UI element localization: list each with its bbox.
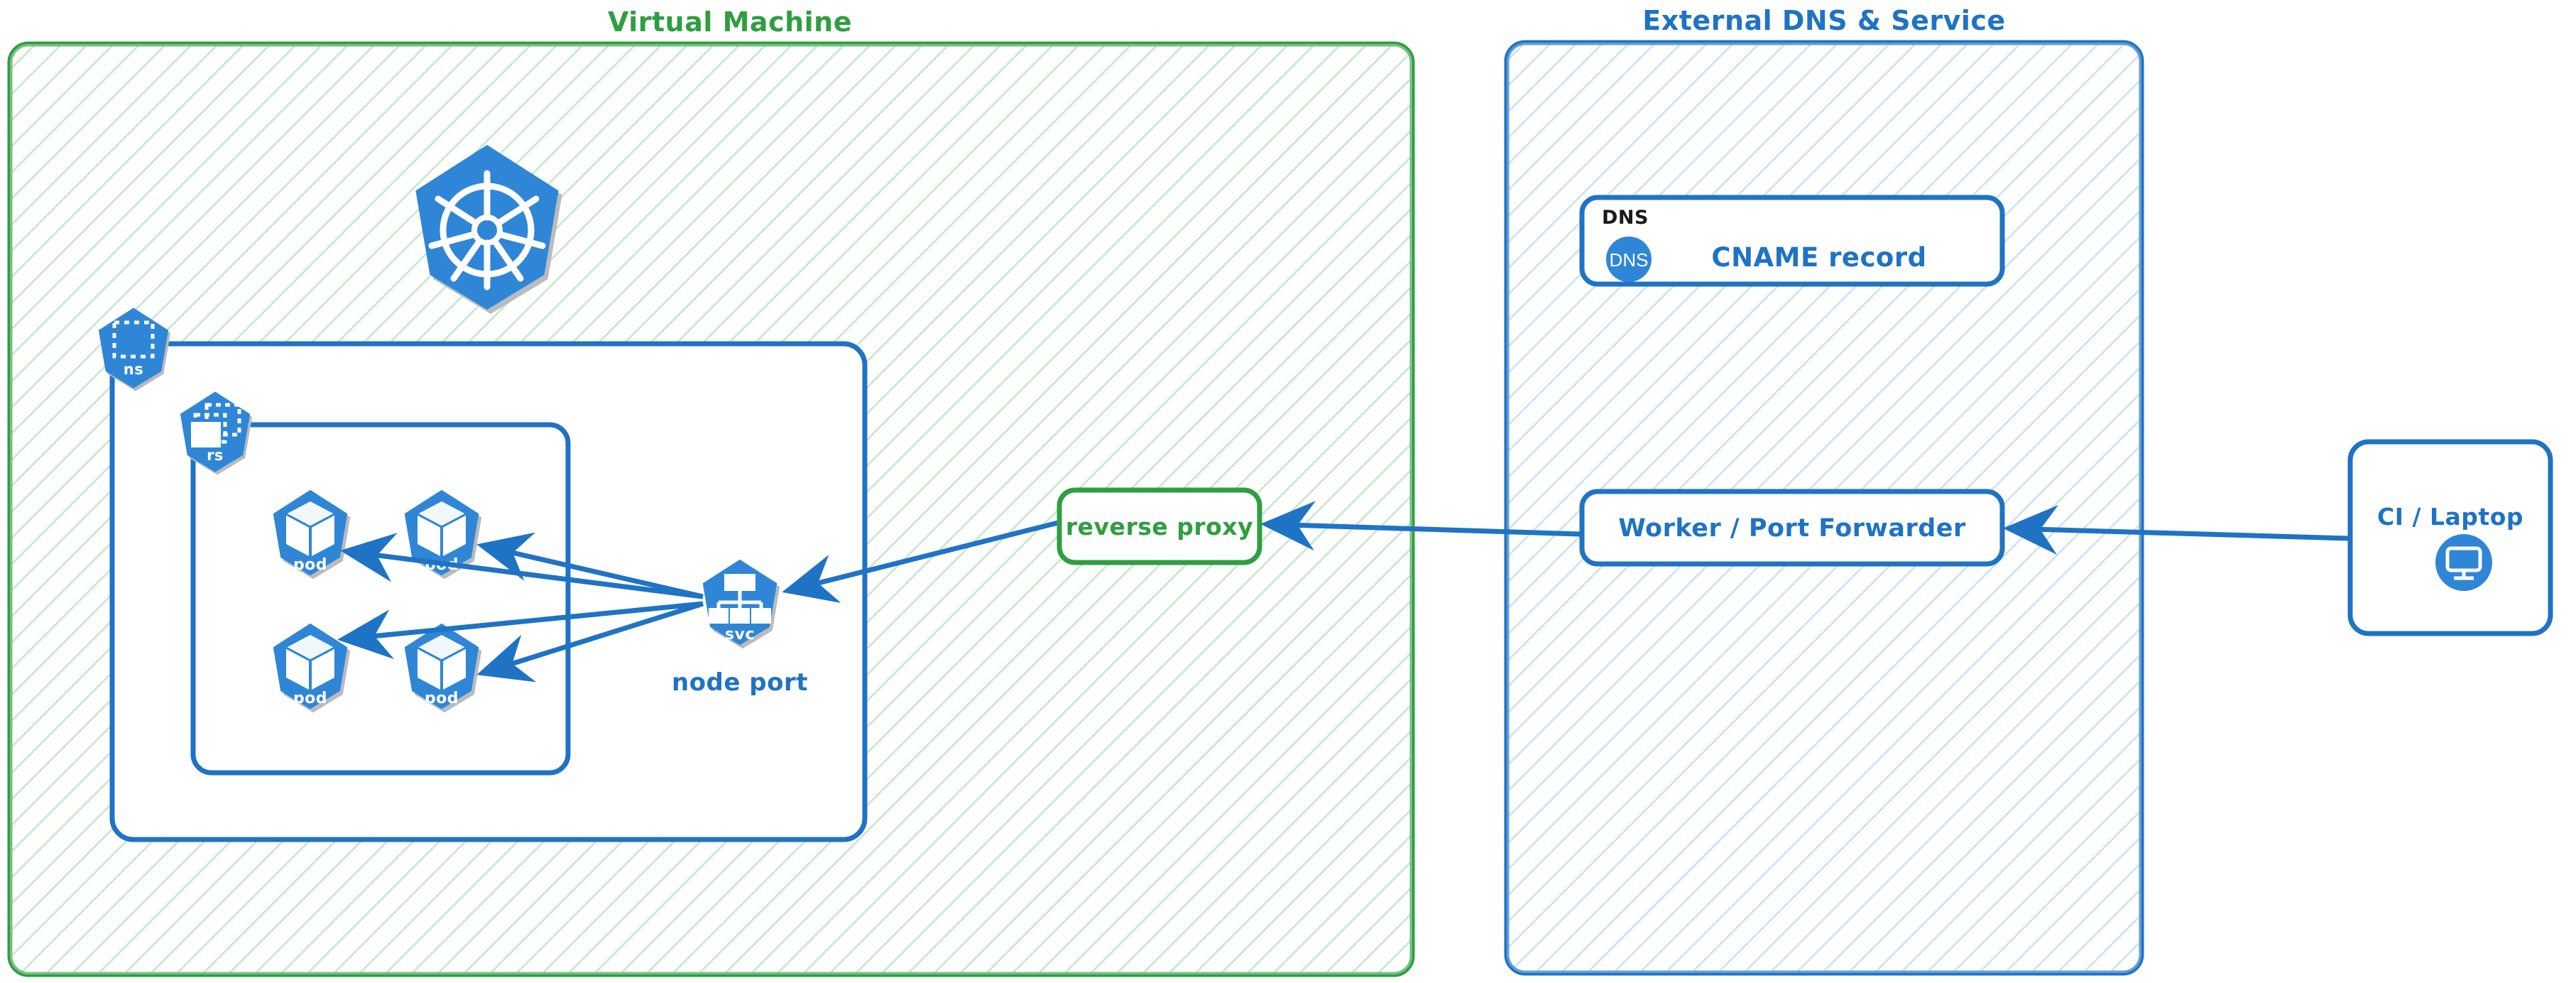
- worker-port-forwarder-label: Worker / Port Forwarder: [1618, 514, 1966, 543]
- reverse-proxy-label: reverse proxy: [1066, 513, 1253, 541]
- worker-port-forwarder-rect[interactable]: [1579, 489, 2005, 567]
- pod-3: pod: [273, 623, 351, 713]
- rs-badge-label: rs: [207, 447, 224, 464]
- ns-badge-label: ns: [124, 361, 143, 378]
- worker-port-forwarder-box[interactable]: Worker / Port Forwarder: [1579, 489, 2005, 567]
- dns-circle-icon-label: DNS: [1610, 249, 1649, 271]
- pod-3-label: pod: [293, 690, 327, 707]
- pod-cube-icon: [285, 501, 335, 557]
- pod-1: pod: [273, 489, 351, 580]
- dns-record-label: CNAME record: [1711, 242, 1926, 273]
- group-title-external-dns-service: External DNS & Service: [1642, 5, 2005, 36]
- arrow-ci-to-worker: [2003, 505, 2349, 555]
- pod-4-label: pod: [425, 690, 459, 707]
- rs-badge: rs: [180, 391, 253, 475]
- dns-circle-icon: DNS: [1606, 237, 1652, 282]
- arrow-svc-to-pod-2: [476, 532, 704, 599]
- ns-badge: ns: [98, 308, 171, 391]
- arrow-worker-to-reverse-proxy: [1260, 501, 1581, 551]
- svc-node: svc: [702, 559, 780, 649]
- rs-container-box: [190, 422, 571, 776]
- reverse-proxy-rect[interactable]: [1057, 487, 1262, 565]
- reverse-proxy-box[interactable]: reverse proxy: [1057, 487, 1262, 565]
- service-to-pod-arrows: [337, 532, 704, 683]
- group-title-virtual-machine: Virtual Machine: [608, 6, 852, 38]
- replicaset-icon: [191, 403, 241, 447]
- ci-laptop-label: CI / Laptop: [2377, 503, 2523, 531]
- ci-laptop-box[interactable]: CI / Laptop: [2347, 439, 2553, 636]
- pod-cube-icon: [285, 635, 335, 690]
- rs-container: [190, 422, 571, 776]
- monitor-circle-icon: [2435, 534, 2492, 591]
- arrow-svc-to-pod-3: [337, 601, 704, 659]
- pod-4: pod: [404, 623, 482, 713]
- svc-node-label: svc: [725, 626, 755, 643]
- pod-cube-icon: [417, 501, 466, 557]
- node-port-caption: node port: [672, 668, 808, 697]
- arrow-reverse-proxy-to-svc: [782, 520, 1059, 603]
- arrow-svc-to-pod-4: [476, 601, 704, 683]
- dns-record-box[interactable]: DNS DNS CNAME record: [1579, 195, 2005, 287]
- pod-1-label: pod: [293, 556, 327, 574]
- namespace-icon: [112, 320, 155, 359]
- pod-2: pod: [404, 489, 482, 580]
- kubernetes-wheel-icon: [415, 145, 562, 314]
- dns-record-kind-label: DNS: [1602, 207, 1649, 229]
- dns-record-rect[interactable]: [1579, 195, 2005, 287]
- pod-cube-icon: [417, 635, 466, 690]
- service-tree-icon: [709, 574, 771, 624]
